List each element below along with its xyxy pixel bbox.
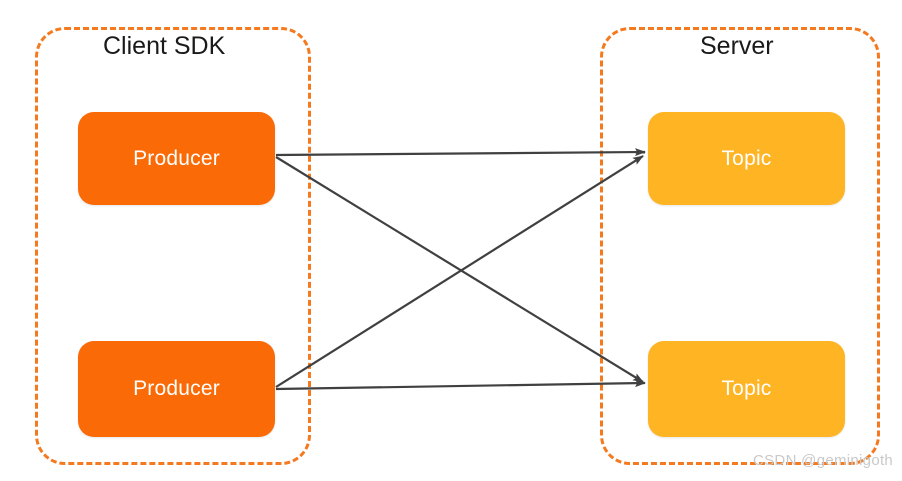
connector-producer2-to-topic2: [275, 379, 646, 391]
node-topic-2[interactable]: Topic: [648, 341, 845, 437]
group-title-client-sdk: Client SDK: [103, 32, 226, 60]
group-title-server: Server: [700, 32, 774, 60]
node-label: Producer: [133, 146, 220, 170]
node-label: Producer: [133, 377, 220, 400]
node-producer-1[interactable]: Producer: [78, 112, 275, 205]
connector-producer2-to-topic1: [275, 155, 644, 388]
node-label: Topic: [721, 146, 772, 170]
connector-producer1-to-topic1: [275, 148, 646, 157]
node-producer-2[interactable]: Producer: [78, 341, 275, 437]
connector-producer1-to-topic2: [275, 156, 644, 383]
watermark-label: CSDN @geminigoth: [753, 452, 894, 469]
node-label: Topic: [721, 377, 772, 400]
node-topic-1[interactable]: Topic: [648, 112, 845, 205]
